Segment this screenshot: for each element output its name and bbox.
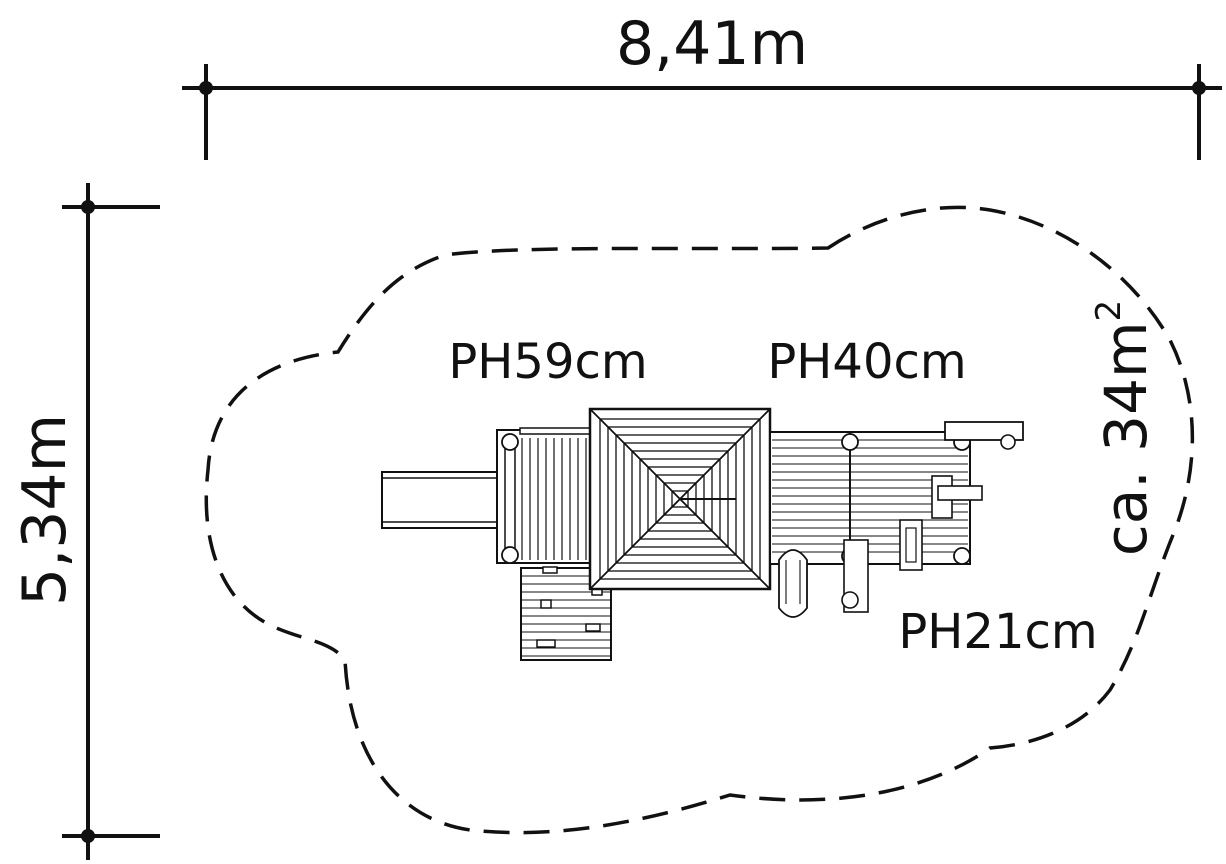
width-dimension: 8,41m: [182, 9, 1222, 160]
slide-left: [381, 471, 501, 529]
left-platform: [496, 427, 593, 564]
area-label: ca. 34m2: [1089, 300, 1160, 556]
roof: [588, 407, 772, 591]
width-dimension-label: 8,41m: [616, 9, 808, 79]
right-platform: [769, 421, 1024, 618]
platform-height-right-label: PH40cm: [767, 334, 966, 390]
play-structure: [381, 407, 1024, 661]
depth-dimension-label: 5,34m: [10, 414, 80, 606]
platform-height-left-label: PH59cm: [448, 334, 647, 390]
depth-dimension: 5,34m: [10, 183, 160, 860]
safety-zone-outline: [204, 205, 1195, 835]
area-label-text: ca. 34m: [1092, 322, 1160, 557]
climbing-wall: [520, 566, 612, 661]
platform-height-low-label: PH21cm: [898, 604, 1097, 660]
svg-text:ca. 34m2: ca. 34m2: [1089, 300, 1160, 556]
area-label-superscript: 2: [1089, 300, 1129, 322]
